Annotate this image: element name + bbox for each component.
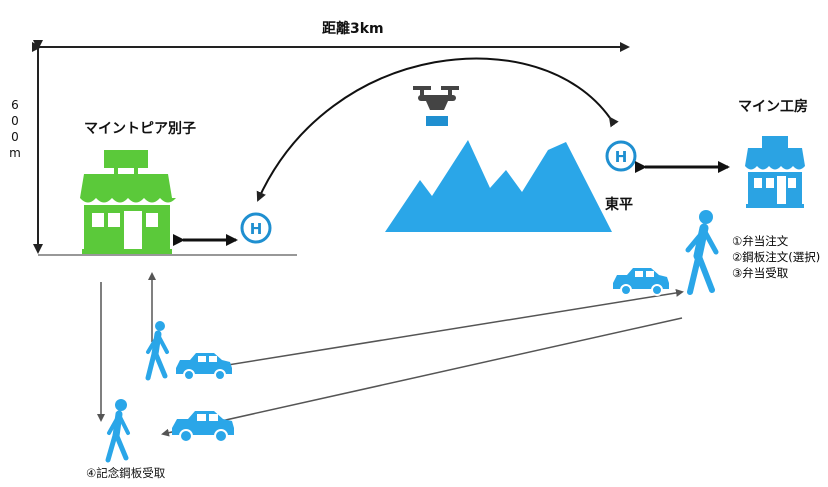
route-line-down <box>161 317 683 437</box>
svg-text:H: H <box>615 148 628 166</box>
order-step: ②鋼板注文(選択) <box>732 250 821 264</box>
left-shop-icon <box>80 150 176 254</box>
right-shop-icon <box>745 136 805 208</box>
order-step: ③弁当受取 <box>732 266 789 280</box>
mountain-icon <box>385 140 612 232</box>
walking-person-icon <box>685 210 719 295</box>
height-label: 600m <box>9 98 21 160</box>
right-heliport-name: 東平 <box>605 197 633 213</box>
drone-flight-arc <box>256 57 619 202</box>
bottom-step-label: ④記念鋼板受取 <box>86 466 166 480</box>
car-icon <box>176 353 232 381</box>
left-heliport-icon: H <box>240 212 272 244</box>
drone-icon <box>413 86 459 126</box>
svg-text:H: H <box>250 220 263 238</box>
distance-label: 距離3km <box>322 21 384 37</box>
right-heliport-icon: H <box>605 140 637 172</box>
walking-person-icon <box>145 321 169 381</box>
order-step: ①弁当注文 <box>732 234 789 248</box>
car-icon <box>172 411 234 443</box>
order-steps: ①弁当注文 ②鋼板注文(選択) ③弁当受取 <box>732 233 820 281</box>
route-line-up <box>183 289 684 373</box>
walking-person-icon <box>105 399 130 463</box>
car-icon <box>613 268 669 296</box>
right-shop-name: マイン工房 <box>738 99 808 115</box>
left-shop-name: マイントピア別子 <box>84 121 196 137</box>
